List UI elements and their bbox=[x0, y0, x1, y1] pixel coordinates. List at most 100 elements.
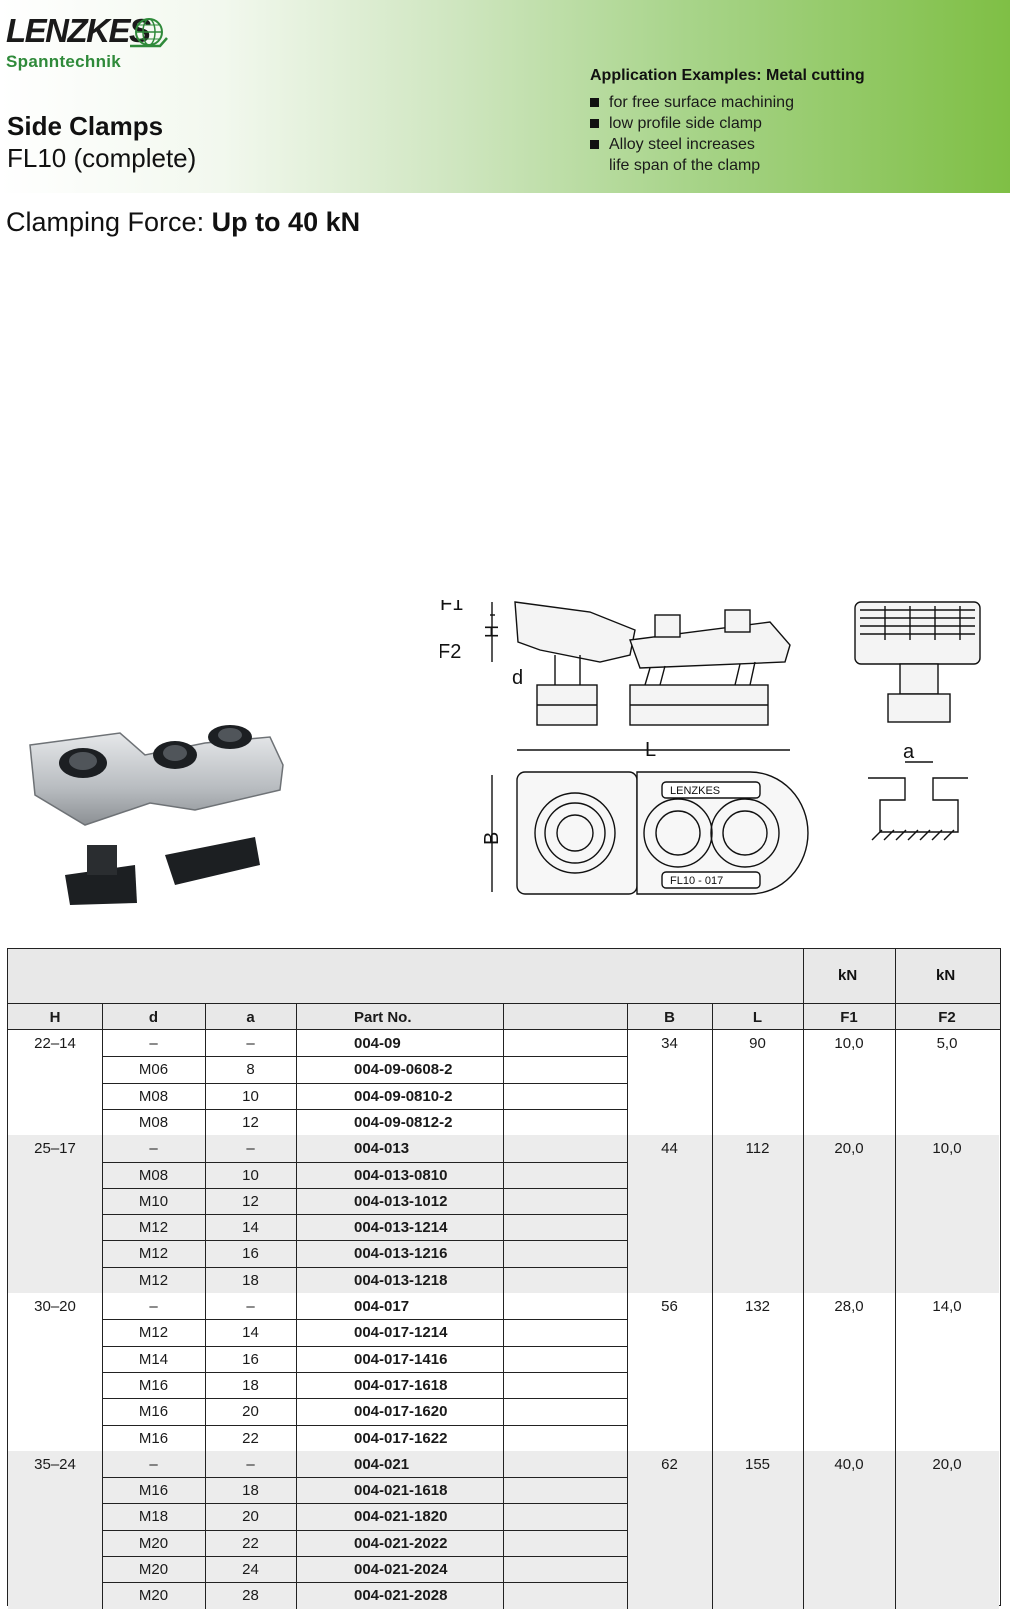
brand-logo: LENZKES Spanntechnik bbox=[6, 12, 171, 74]
cell-a: 18 bbox=[242, 1271, 259, 1289]
cell-part-no: 004-09-0608-2 bbox=[354, 1061, 453, 1079]
cell-part-no: 004-013-1214 bbox=[354, 1219, 448, 1237]
row-divider bbox=[102, 1187, 627, 1189]
product-photo bbox=[29, 725, 284, 905]
cell-b: 56 bbox=[661, 1298, 678, 1315]
bullet-icon bbox=[590, 140, 599, 149]
col-header-d: d bbox=[148, 1009, 159, 1026]
cell-part-no: 004-013-1012 bbox=[354, 1192, 448, 1210]
cell-l: 155 bbox=[744, 1455, 771, 1473]
page-subtitle: FL10 (complete) bbox=[7, 143, 197, 173]
column-divider bbox=[803, 1030, 804, 1609]
cell-part-no: 004-09-0812-2 bbox=[354, 1113, 453, 1131]
cell-a: 10 bbox=[242, 1087, 259, 1105]
cell-d: M18 bbox=[138, 1508, 169, 1526]
cell-a: 12 bbox=[242, 1192, 259, 1210]
cell-a: – bbox=[246, 1140, 255, 1158]
cell-part-no: 004-021-2022 bbox=[354, 1534, 448, 1552]
list-item: low profile side clamp bbox=[590, 113, 794, 134]
cell-a: 22 bbox=[242, 1534, 259, 1552]
cell-d: M16 bbox=[138, 1429, 169, 1447]
unit-f1: kN bbox=[838, 967, 858, 984]
row-divider bbox=[102, 1161, 627, 1163]
cell-f2: 20,0 bbox=[932, 1455, 962, 1473]
col-header-l: L bbox=[752, 1009, 763, 1026]
row-divider bbox=[102, 1529, 627, 1531]
cell-a: – bbox=[246, 1035, 255, 1052]
cell-d: M12 bbox=[138, 1271, 169, 1289]
cell-a: 18 bbox=[242, 1482, 259, 1500]
table-row: M10 12 004-013-1012 bbox=[8, 1188, 999, 1214]
column-divider bbox=[102, 1030, 103, 1609]
label-h: H bbox=[482, 625, 502, 638]
cell-f2: 14,0 bbox=[932, 1298, 962, 1315]
cell-f1: 10,0 bbox=[834, 1035, 864, 1052]
row-divider bbox=[102, 1056, 627, 1058]
bullet-icon bbox=[590, 119, 599, 128]
cell-a: 20 bbox=[242, 1403, 259, 1421]
cell-f1: 28,0 bbox=[834, 1298, 864, 1315]
cell-part-no: 004-021-1820 bbox=[354, 1508, 448, 1526]
cell-f2: 10,0 bbox=[932, 1140, 962, 1158]
cell-part-no: 004-021-2028 bbox=[354, 1587, 448, 1605]
label-f2: F2 bbox=[440, 641, 461, 663]
label-a: a bbox=[903, 741, 915, 763]
cell-a: 22 bbox=[242, 1429, 259, 1447]
col-header-f2: F2 bbox=[938, 1009, 956, 1026]
cell-b: 62 bbox=[661, 1455, 678, 1473]
cell-b: 44 bbox=[661, 1140, 678, 1158]
cell-d: – bbox=[149, 1035, 158, 1052]
cell-part-no: 004-013-0810 bbox=[354, 1166, 448, 1184]
cell-part-no: 004-017-1618 bbox=[354, 1376, 448, 1394]
col-header-part: Part No. bbox=[354, 1009, 412, 1026]
cell-d: – bbox=[149, 1455, 158, 1473]
column-divider bbox=[627, 1030, 628, 1609]
cell-a: 10 bbox=[242, 1166, 259, 1184]
col-header-a: a bbox=[246, 1009, 255, 1026]
column-divider bbox=[296, 1030, 297, 1609]
cell-a: 20 bbox=[242, 1508, 259, 1526]
cell-d: M12 bbox=[138, 1219, 169, 1237]
cell-h: 25–17 bbox=[34, 1140, 76, 1158]
cell-d: M16 bbox=[138, 1403, 169, 1421]
row-divider bbox=[102, 1214, 627, 1216]
col-header-h: H bbox=[49, 1009, 61, 1026]
cell-a: 24 bbox=[242, 1561, 259, 1578]
cell-d: – bbox=[149, 1298, 158, 1315]
plate-brand: LENZKES bbox=[670, 785, 720, 797]
col-header-f1: F1 bbox=[840, 1009, 858, 1026]
cell-d: M16 bbox=[138, 1376, 169, 1394]
row-divider bbox=[102, 1477, 627, 1479]
cell-l: 132 bbox=[744, 1298, 771, 1315]
bullet-icon bbox=[590, 98, 599, 107]
cell-d: M10 bbox=[138, 1192, 169, 1210]
row-divider bbox=[102, 1319, 627, 1321]
label-f1: F1 bbox=[440, 600, 463, 615]
cell-part-no: 004-09 bbox=[354, 1035, 401, 1052]
unit-f2: kN bbox=[936, 967, 956, 984]
cell-a: 16 bbox=[242, 1245, 259, 1263]
row-divider bbox=[102, 1582, 627, 1584]
cell-part-no: 004-013-1216 bbox=[354, 1245, 448, 1263]
cell-part-no: 004-017-1622 bbox=[354, 1429, 448, 1447]
table-unit-row: kN kN bbox=[8, 949, 1000, 1004]
label-l: L bbox=[645, 739, 656, 761]
cell-d: M08 bbox=[138, 1087, 169, 1105]
row-divider bbox=[102, 1266, 627, 1268]
cell-part-no: 004-021-1618 bbox=[354, 1482, 448, 1500]
row-divider bbox=[102, 1240, 627, 1242]
row-divider bbox=[102, 1398, 627, 1400]
cell-d: – bbox=[149, 1140, 158, 1158]
cell-b: 34 bbox=[661, 1035, 678, 1052]
table-row: M16 22 004-017-1622 bbox=[8, 1425, 999, 1451]
